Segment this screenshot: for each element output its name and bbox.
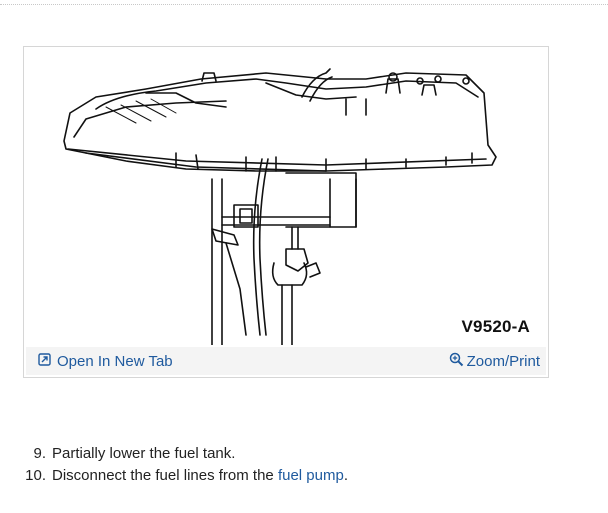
open-in-new-tab-link[interactable]: Open In New Tab	[38, 353, 173, 370]
step-number: 9.	[33, 445, 46, 462]
step-number: 10.	[25, 467, 46, 484]
fuel-tank-illustration[interactable]: V9520-A	[26, 49, 546, 345]
instruction-steps: 9. Partially lower the fuel tank. 10. Di…	[14, 443, 348, 487]
zoom-magnifier-icon	[449, 352, 464, 371]
step-item: 9. Partially lower the fuel tank.	[14, 443, 348, 465]
step-text-end: .	[343, 467, 348, 484]
open-in-new-tab-icon	[38, 352, 51, 370]
zoom-print-label: Zoom/Print	[466, 352, 540, 370]
top-divider	[0, 4, 608, 5]
step-item: 10. Disconnect the fuel lines from the f…	[14, 465, 348, 487]
figure-footer: Open In New Tab Zoom/Print	[26, 347, 546, 375]
step-text: Partially lower the fuel tank.	[52, 445, 236, 462]
zoom-print-link[interactable]: Zoom/Print	[449, 352, 540, 371]
fuel-pump-link[interactable]: fuel pump	[277, 467, 344, 484]
step-text: Disconnect the fuel lines from the	[52, 467, 278, 484]
open-in-new-tab-label: Open In New Tab	[57, 352, 173, 370]
figure-code: V9520-A	[461, 317, 530, 336]
figure-card: V9520-A Open In New Tab Zoom/Print	[23, 46, 549, 378]
